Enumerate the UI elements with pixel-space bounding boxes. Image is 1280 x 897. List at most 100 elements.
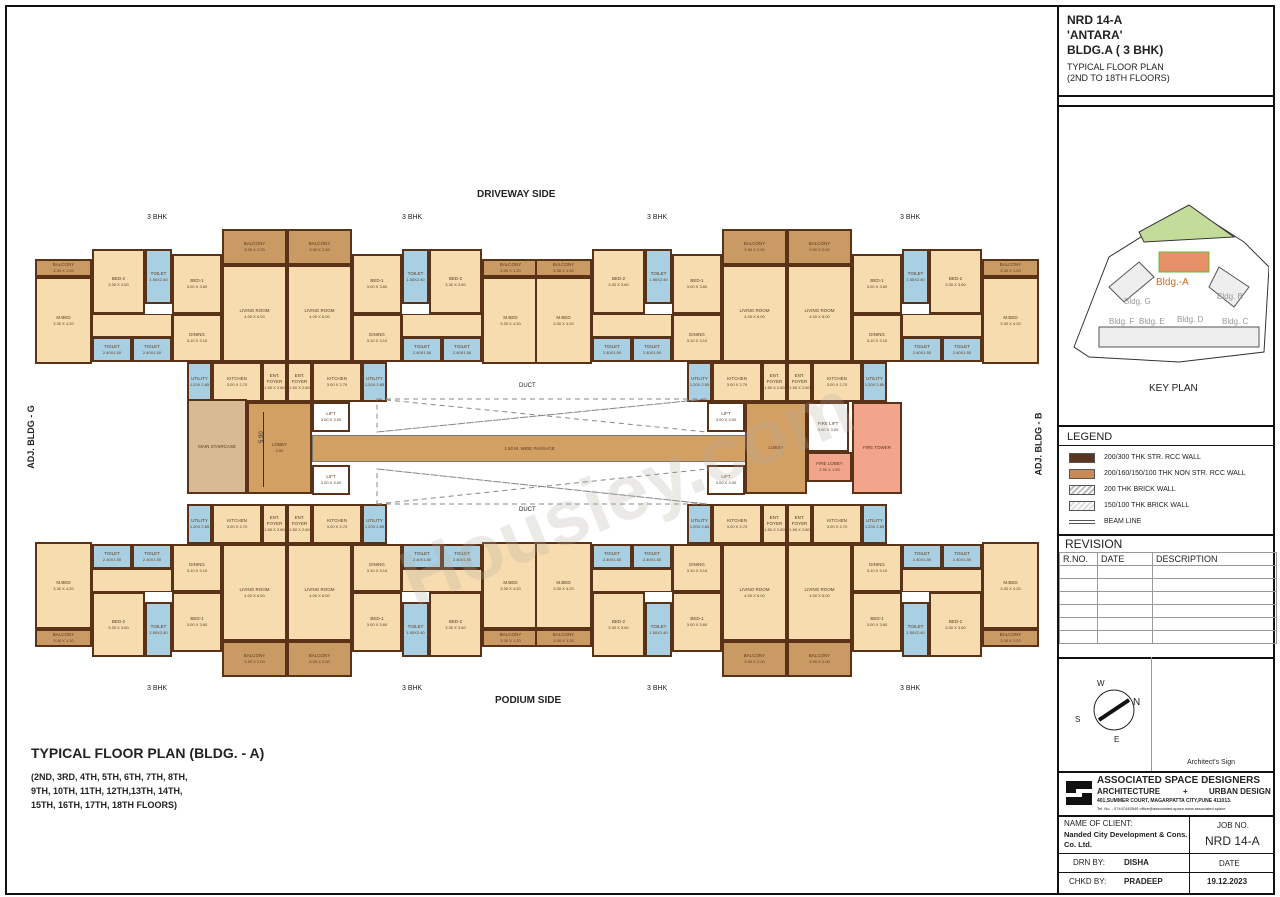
project-name: 'ANTARA' xyxy=(1067,28,1123,42)
room-name: UTILITY xyxy=(866,518,883,523)
lift-dim: 3.00 X 3.00 xyxy=(320,417,342,422)
room-name: KITCHEN xyxy=(227,518,247,523)
fire-lift-dim: 3.00 X 3.00 xyxy=(817,427,839,432)
room-name: BED-2 xyxy=(448,275,463,281)
room-dim: 3.90 X 2.00 xyxy=(309,659,330,664)
building-name: BLDG.A ( 3 BHK) xyxy=(1067,43,1164,57)
room-dim: 3.30 X 4.20 xyxy=(53,585,74,591)
room-name: ENT. FOYER xyxy=(766,515,783,526)
room-name: BED-2 xyxy=(948,618,963,624)
passage-area xyxy=(592,569,672,592)
lift-dim: 3.00 X 3.00 xyxy=(715,480,737,485)
room-dim: 1.50 X 2.80 xyxy=(764,527,785,532)
room-dim: 2.40X1.50 xyxy=(102,349,122,355)
passage: 1.50 M. WIDE PASSAGE xyxy=(312,435,747,462)
room-dim: 4.00 X 6.00 xyxy=(744,592,765,598)
job-number: NRD 14-A xyxy=(1205,834,1260,848)
room-name: LIVING ROOM xyxy=(304,307,335,313)
room-name: M.BED xyxy=(556,579,571,585)
room-name: KITCHEN xyxy=(327,376,347,381)
duct-label-top: DUCT xyxy=(519,383,536,389)
main-staircase: MAIN STAIRCASE xyxy=(187,399,247,494)
rev-col-desc: DESCRIPTION xyxy=(1152,552,1277,566)
passage-area xyxy=(92,569,172,592)
legend-swatch xyxy=(1069,520,1095,524)
room-name: ENT. FOYER xyxy=(766,373,783,384)
architect-sign-label: Architect's Sign xyxy=(1187,759,1236,766)
lobby-dim: 3.00 xyxy=(275,448,284,453)
unit-type-label: 3 BHK xyxy=(900,685,921,692)
room-dim: 3.90 X 2.00 xyxy=(809,247,830,252)
room-dim: 3.90 X 2.00 xyxy=(744,247,765,252)
room-name: LIVING ROOM xyxy=(804,586,835,592)
duct-label-bottom: DUCT xyxy=(519,507,536,513)
room-dim: 1.50 X 2.80 xyxy=(289,527,310,532)
room-dim: 1.20X 2.85 xyxy=(189,382,210,387)
room-dim: 3.30 X 4.20 xyxy=(500,585,521,591)
room-name: TOILET xyxy=(407,270,424,276)
room-name: UTILITY xyxy=(366,376,383,381)
room-name: BED-1 xyxy=(870,278,884,283)
room-dim: 1.20X 2.85 xyxy=(364,382,385,387)
room-name: M.BED xyxy=(503,579,518,585)
room-name: UTILITY xyxy=(691,376,708,381)
firm-sub-2: URBAN DESIGN xyxy=(1209,787,1271,796)
lift-dim: 3.00 X 3.00 xyxy=(715,417,737,422)
room-name: LIVING ROOM xyxy=(739,307,770,313)
room-name: TOILET xyxy=(644,550,660,556)
room-dim: 3.00 X 2.70 xyxy=(726,382,748,387)
lift-label: LIFT xyxy=(721,411,731,416)
room-name: BED-1 xyxy=(370,616,384,621)
room-dim: 3.30 X 4.20 xyxy=(553,320,574,326)
room-dim: 4.00 X 6.00 xyxy=(244,313,265,319)
room-name: UTILITY xyxy=(191,518,208,523)
room-dim: 2.40X1.50 xyxy=(452,556,472,562)
room-name: BALCONY xyxy=(243,241,266,246)
room-dim: 3.00 X 2.70 xyxy=(226,382,248,387)
room-dim: 1.50X2.40 xyxy=(406,276,425,282)
lobby-label: LOBBY xyxy=(768,445,784,450)
title-block: NRD 14-A 'ANTARA' BLDG.A ( 3 BHK) TYPICA… xyxy=(1057,7,1277,893)
room-name: KITCHEN xyxy=(727,518,747,523)
room-name: UTILITY xyxy=(191,376,208,381)
room-name: BALCONY xyxy=(552,262,575,267)
room-dim: 3.10 X 3.10 xyxy=(366,568,388,573)
room-dim: 3.30 X 1.20 xyxy=(500,638,521,643)
room-dim: 4.00 X 6.00 xyxy=(244,592,265,598)
unit-type-label: 3 BHK xyxy=(402,214,423,221)
room-dim: 3.30 X 1.20 xyxy=(53,268,74,273)
legend-swatch xyxy=(1069,453,1095,463)
